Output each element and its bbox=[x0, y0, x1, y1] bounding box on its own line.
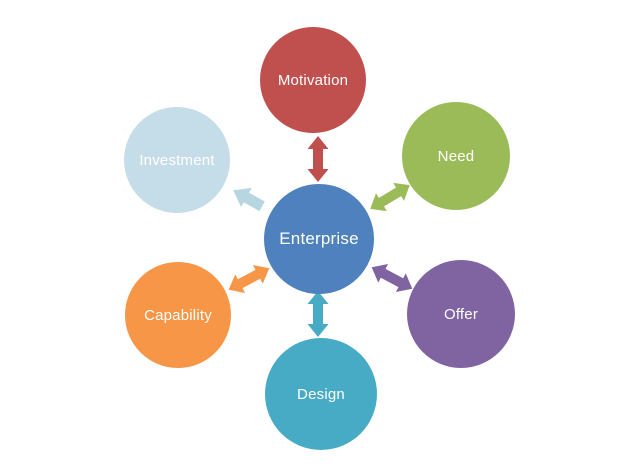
arrow-enterprise-need-icon bbox=[370, 182, 410, 212]
node-design: Design bbox=[265, 338, 377, 450]
node-investment: Investment bbox=[124, 107, 230, 213]
node-need-label: Need bbox=[437, 147, 475, 165]
node-offer-label: Offer bbox=[443, 305, 479, 323]
node-enterprise-label: Enterprise bbox=[279, 229, 359, 248]
arrow-enterprise-design-icon bbox=[307, 291, 329, 337]
node-offer: Offer bbox=[407, 260, 515, 368]
node-need: Need bbox=[402, 102, 510, 210]
node-investment-label: Investment bbox=[139, 151, 215, 169]
arrow-enterprise-offer-icon bbox=[371, 264, 413, 292]
node-motivation: Motivation bbox=[260, 27, 366, 133]
arrow-enterprise-investment-icon bbox=[233, 187, 265, 212]
node-design-label: Design bbox=[297, 385, 345, 403]
arrow-enterprise-motivation-icon bbox=[307, 136, 329, 182]
arrow-enterprise-capability-icon bbox=[228, 265, 270, 293]
node-capability: Capability bbox=[125, 262, 231, 368]
node-capability-label: Capability bbox=[144, 306, 212, 324]
node-enterprise: Enterprise bbox=[264, 184, 374, 294]
node-motivation-label: Motivation bbox=[277, 71, 349, 89]
